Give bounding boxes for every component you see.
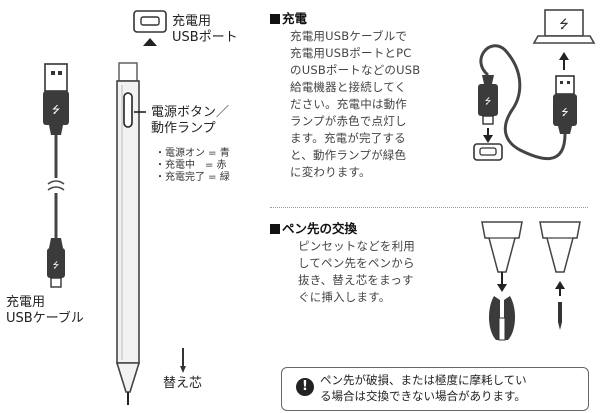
notice-box [281, 367, 589, 411]
tip-change-heading: ペン先の交換 [270, 218, 357, 237]
charging-port-label-line1: 充電用 [172, 14, 212, 29]
power-button-label: 電源ボタン／ 動作ランプ [151, 105, 229, 137]
usb-cable-label: 充電用 USBケーブル [6, 295, 84, 327]
pen-tip-icon [481, 221, 523, 273]
svg-text:⭍: ⭍ [559, 17, 569, 31]
power-button-label-line1: 電源ボタン／ [151, 105, 230, 120]
charging-body-line: ます。充電が完了する [290, 131, 406, 145]
charging-body-line: ださい。充電中は動作 [290, 97, 407, 111]
tip-change-body-line: してペン先をペンから [298, 256, 415, 270]
charging-body: 充電用USBケーブルで 充電用USBポートとPC のUSBポートなどのUSB 給… [290, 28, 460, 181]
charging-port-label-line2: USBポート [172, 30, 238, 45]
replacement-tip-label: 替え芯 [163, 376, 203, 391]
notice-line2: る場合は交換できない場合があります。 [320, 389, 526, 403]
svg-text:⭍: ⭍ [485, 97, 492, 106]
exclamation-icon: ! [296, 378, 314, 396]
notice-text: ペン先が破損、または極度に摩耗してい る場合は交換できない場合があります。 [320, 372, 590, 404]
tip-change-body-line: 抜き、替え芯をまっす [298, 273, 414, 287]
tweezers-icon [488, 296, 500, 340]
heading-square-icon [270, 224, 280, 234]
lamp-status-complete: ・充電完了 = 緑 [155, 172, 230, 183]
heading-square-icon [270, 14, 280, 24]
svg-text:⭍: ⭍ [561, 107, 569, 118]
laptop-icon [544, 9, 584, 37]
svg-text:⭍: ⭍ [52, 104, 60, 116]
lamp-status-on: ・電源オン = 青 [155, 148, 230, 159]
charging-body-line: に変わります。 [290, 165, 371, 179]
lamp-status-list: ・電源オン = 青 ・充電中 = 赤 ・充電完了 = 緑 [155, 148, 230, 184]
usb-cable-label-line1: 充電用 [6, 295, 46, 310]
section-divider [270, 207, 588, 208]
notice-line1: ペン先が破損、または極度に摩耗してい [320, 373, 527, 387]
charging-body-line: ランプが赤色で点灯し [290, 114, 407, 128]
charging-body-line: のUSBポートなどのUSB [290, 63, 421, 77]
lamp-status-charging: ・充電中 = 赤 [155, 160, 227, 171]
charging-heading: 充電 [270, 8, 307, 27]
usb-cable-label-line2: USBケーブル [6, 311, 84, 326]
charging-heading-text: 充電 [282, 11, 308, 26]
tip-change-body-line: ピンセットなどを利用 [298, 239, 415, 253]
power-button-label-line2: 動作ランプ [151, 121, 216, 136]
charging-body-line: 充電用USBケーブルで [290, 29, 408, 43]
svg-text:⭍: ⭍ [53, 261, 60, 270]
tip-change-body-line: ぐに挿入します。 [298, 290, 391, 304]
tip-change-heading-text: ペン先の交換 [282, 221, 358, 236]
charging-body-line: 給電機器と接続してく [290, 80, 407, 94]
charging-port-label: 充電用 USBポート [172, 14, 238, 46]
charging-body-line: 充電用USBポートとPC [290, 46, 412, 60]
tip-change-body: ピンセットなどを利用 してペン先をペンから 抜き、替え芯をまっす ぐに挿入します… [298, 238, 463, 306]
charging-body-line: と、動作ランプが緑色 [290, 148, 407, 162]
